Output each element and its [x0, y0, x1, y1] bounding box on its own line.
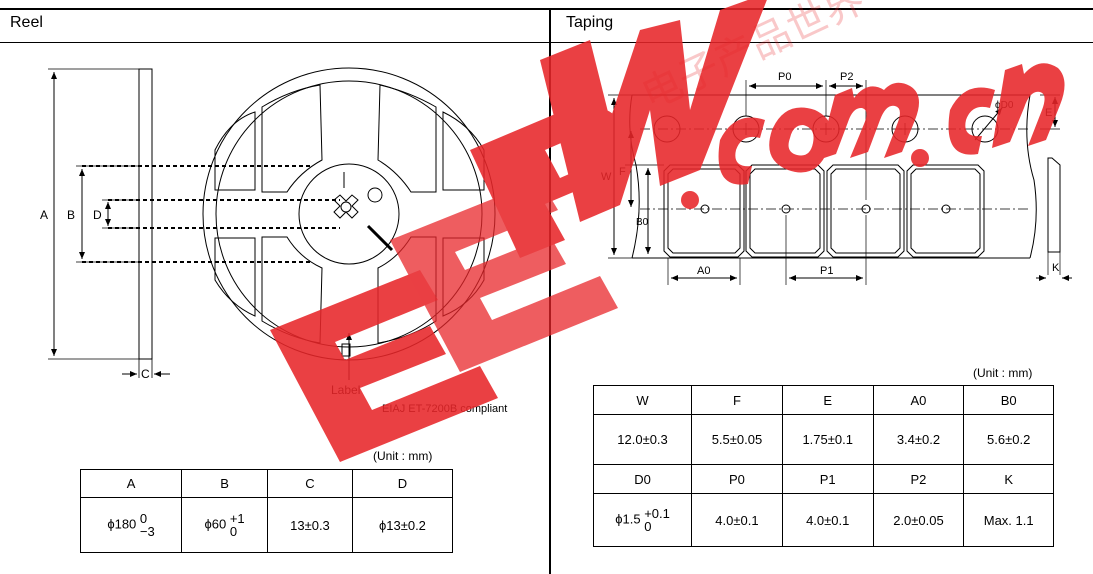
taping-td-a0: 3.4±0.2: [872, 414, 965, 465]
reel-unit-note: (Unit : mm): [373, 449, 433, 463]
label-e: E: [1045, 107, 1052, 119]
taping-th-p1: P1: [781, 464, 874, 494]
reel-compliance-note: EIAJ ET-7200B compliant: [382, 403, 508, 415]
reel-dim-b: B: [67, 208, 75, 222]
taping-th-p2: P2: [872, 464, 965, 494]
reel-dim-c: C: [141, 367, 150, 381]
reel-th-c: C: [267, 469, 353, 498]
taping-td-f: 5.5±0.05: [691, 414, 783, 465]
reel-window-left-lower: [214, 237, 256, 317]
label-p1: P1: [820, 265, 833, 277]
reel-small-hole: [367, 187, 383, 203]
reel-window-right-lower: [442, 237, 485, 317]
tape-side-view: [1047, 157, 1061, 253]
reel-inner-rim: [215, 80, 483, 348]
taping-td-p2: 2.0±0.05: [872, 493, 965, 547]
taping-th-e: E: [781, 385, 874, 415]
reel-window-bottom-right: [377, 236, 437, 344]
taping-td-e: 1.75±0.1: [781, 414, 874, 465]
label-d0: ϕD0: [995, 100, 1014, 111]
taping-th-b0: B0: [963, 385, 1054, 415]
label-f: F: [619, 166, 626, 178]
taping-td-b0: 5.6±0.2: [963, 414, 1054, 465]
reel-td-a: ϕ180 0−3: [79, 497, 183, 553]
reel-table-header-row: A B C D: [79, 469, 454, 498]
reel-window-top-right: [377, 84, 437, 193]
taping-th-p0: P0: [691, 464, 783, 494]
reel-label-text: Label: [331, 383, 360, 397]
reel-th-b: B: [181, 469, 269, 498]
reel-hub-key: [333, 194, 359, 219]
reel-window-bottom-left: [261, 236, 323, 344]
reel-side-view: [138, 68, 153, 360]
taping-td-p0: 4.0±0.1: [691, 493, 783, 547]
taping-th-w: W: [592, 385, 693, 415]
taping-th-f: F: [691, 385, 783, 415]
reel-dim-d: D: [93, 208, 102, 222]
reel-td-d: ϕ13±0.2: [351, 497, 454, 553]
reel-hub-notch: [366, 224, 394, 252]
taping-td-p1: 4.0±0.1: [781, 493, 874, 547]
reel-section-title: Reel: [10, 14, 43, 31]
label-b0: B0: [636, 217, 649, 228]
label-a0: A0: [697, 265, 710, 277]
reel-flange-left: [138, 69, 153, 359]
reel-outer-circle: [202, 67, 496, 361]
d0-leader: [974, 107, 1003, 141]
label-p0: P0: [778, 71, 791, 83]
taping-td-k: Max. 1.1: [963, 493, 1054, 547]
label-w: W: [601, 171, 612, 183]
taping-header-row-2: D0 P0 P1 P2 K: [592, 464, 1054, 494]
reel-window-left-upper: [214, 111, 256, 191]
reel-spindle-hole: [340, 201, 352, 213]
taping-th-a0: A0: [872, 385, 965, 415]
reel-drawing: [48, 67, 496, 380]
reel-dim-a: A: [40, 208, 48, 222]
reel-td-c: 13±0.3: [267, 497, 353, 553]
tape-cut-right: [1026, 94, 1037, 259]
reel-th-d: D: [351, 469, 454, 498]
label-p2: P2: [840, 71, 853, 83]
taping-unit-note: (Unit : mm): [973, 366, 1033, 380]
taping-td-w: 12.0±0.3: [592, 414, 693, 465]
taping-dimension-table: W F E A0 B0 12.0±0.3 5.5±0.05 1.75±0.1 3…: [592, 385, 1054, 547]
label-k: K: [1052, 262, 1060, 274]
taping-th-d0: D0: [592, 464, 693, 494]
taping-value-row-1: 12.0±0.3 5.5±0.05 1.75±0.1 3.4±0.2 5.6±0…: [592, 414, 1054, 465]
reel-th-a: A: [79, 469, 183, 498]
taping-th-k: K: [963, 464, 1054, 494]
tape-pockets: [663, 164, 985, 258]
reel-hub: [298, 163, 400, 265]
reel-window-top-left: [261, 84, 323, 193]
reel-projection-lines: [82, 165, 340, 263]
taping-header-row-1: W F E A0 B0: [592, 385, 1054, 415]
